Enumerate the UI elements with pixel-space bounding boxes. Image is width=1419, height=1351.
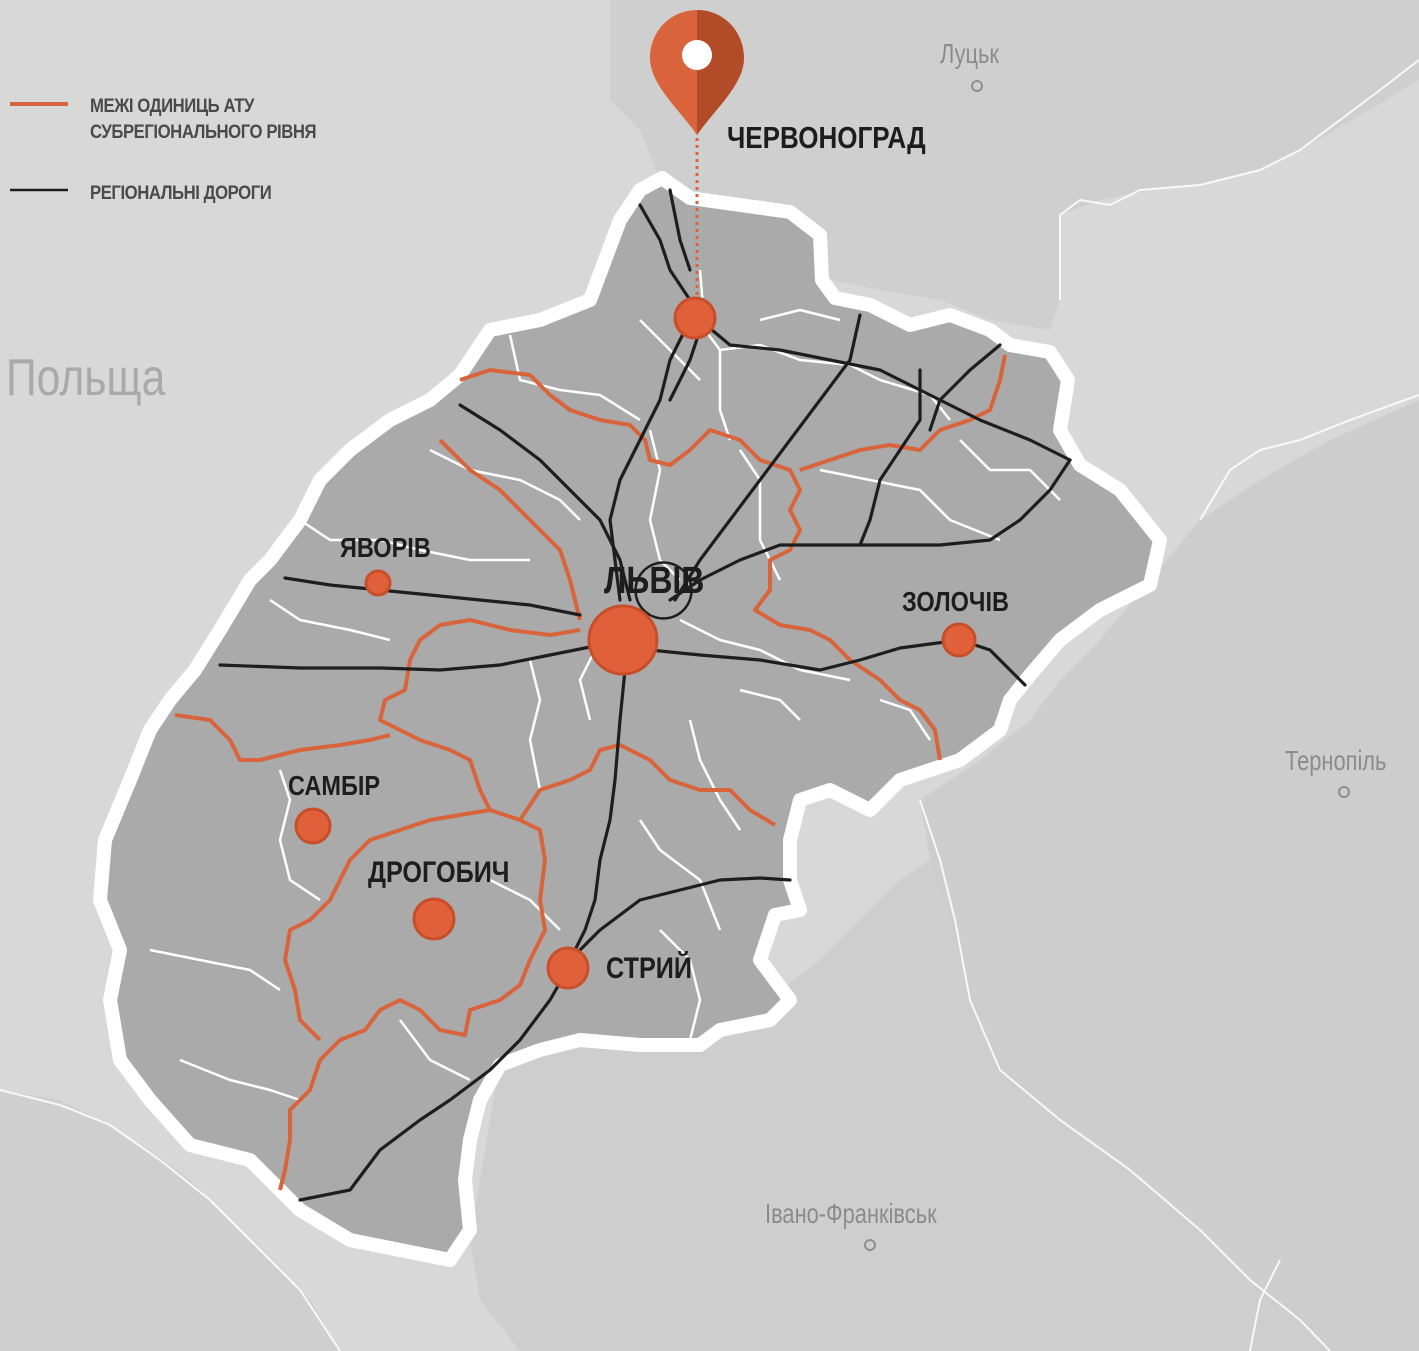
lviv-oblast bbox=[93, 171, 1167, 1267]
city-label-chervonohrad: ЧЕРВОНОГРАД bbox=[727, 120, 926, 155]
city-label-lviv: ЛЬВІВ bbox=[604, 560, 705, 602]
lutsk-marker-icon bbox=[971, 80, 983, 92]
transcarpathia-area bbox=[0, 1090, 340, 1351]
legend-road-label: РЕГІОНАЛЬНІ ДОРОГИ bbox=[90, 183, 272, 204]
ternopil-marker-icon bbox=[1338, 786, 1350, 798]
ivano-frankivsk-area bbox=[470, 860, 1330, 1351]
city-label-zolochiv: ЗОЛОЧІВ bbox=[902, 586, 1009, 617]
neighbor-city-ivano-frankivsk: Івано-Франківськ bbox=[765, 1198, 937, 1229]
lviv-marker-icon bbox=[587, 604, 659, 676]
legend-ate-label-line2: СУБРЕГІОНАЛЬНОГО РІВНЯ bbox=[90, 122, 317, 143]
neighbor-border-lines bbox=[0, 59, 1419, 1351]
city-label-drohobych: ДРОГОБИЧ bbox=[368, 856, 510, 889]
country-label-poland: Польща bbox=[6, 349, 166, 407]
ate-boundaries bbox=[174, 354, 1007, 1191]
neighbor-city-ternopil: Тернопіль bbox=[1285, 745, 1387, 776]
sambir-marker-icon bbox=[294, 807, 332, 845]
neighbor-city-lutsk: Луцьк bbox=[940, 38, 999, 69]
oblast-outline bbox=[93, 171, 1167, 1267]
ternopil-area bbox=[920, 400, 1419, 1351]
stryi-marker-icon bbox=[546, 946, 590, 990]
city-label-sambir: САМБІР bbox=[288, 770, 381, 801]
neighbor-city-markers bbox=[864, 80, 1350, 1251]
drohobych-marker-icon bbox=[412, 897, 456, 941]
yavoriv-marker-icon bbox=[364, 569, 392, 597]
city-label-yavoriv: ЯВОРІВ bbox=[340, 532, 431, 563]
city-markers bbox=[294, 296, 977, 990]
ivano-frankivsk-marker-icon bbox=[864, 1239, 876, 1251]
regional-roads bbox=[218, 188, 1072, 1202]
zolochiv-marker-icon bbox=[941, 622, 977, 658]
belarus-volyn-area bbox=[610, 0, 1419, 330]
legend-ate-label-line1: МЕЖІ ОДИНИЦЬ АТУ bbox=[90, 96, 254, 117]
city-label-stryi: СТРИЙ bbox=[606, 952, 693, 985]
map-pin-icon bbox=[650, 10, 744, 135]
chervonohrad-marker-icon bbox=[673, 296, 717, 340]
